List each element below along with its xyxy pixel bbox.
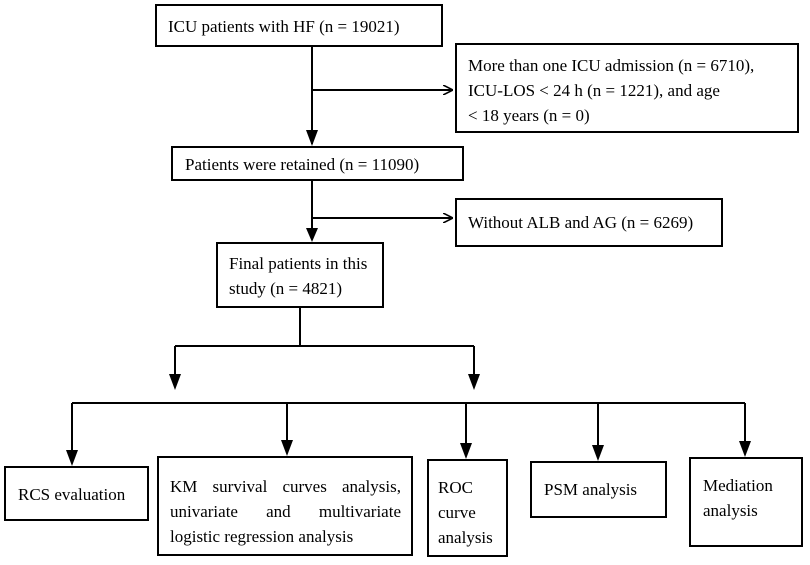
roc-line-3: analysis bbox=[438, 528, 493, 547]
roc-line-1: ROC bbox=[438, 478, 473, 497]
exclusion-2-label: Without ALB and AG (n = 6269) bbox=[468, 213, 694, 232]
start-box: ICU patients with HF (n = 19021) bbox=[155, 4, 443, 47]
exclusion-1-line-3: < 18 years (n = 0) bbox=[468, 106, 590, 125]
psm-label: PSM analysis bbox=[544, 480, 638, 499]
rcs-label: RCS evaluation bbox=[18, 485, 126, 504]
arrow-to-psm bbox=[592, 445, 604, 461]
arrow-to-rcs bbox=[66, 450, 78, 466]
roc-line-2: curve bbox=[438, 503, 476, 522]
exclusion-box-1: More than one ICU admission (n = 6710), … bbox=[455, 43, 799, 133]
retained-label: Patients were retained (n = 11090) bbox=[185, 155, 420, 174]
arrow-right-branch bbox=[468, 374, 480, 390]
arrow-left-branch bbox=[169, 374, 181, 390]
exclusion-1-line-2: ICU-LOS < 24 h (n = 1221), and age bbox=[468, 81, 720, 100]
final-box: Final patients in this study (n = 4821) bbox=[216, 242, 384, 308]
start-label: ICU patients with HF (n = 19021) bbox=[168, 17, 400, 36]
arrow-to-km bbox=[281, 440, 293, 456]
rcs-evaluation-box: RCS evaluation bbox=[4, 466, 149, 521]
mediation-line-2: analysis bbox=[703, 501, 758, 520]
arrow-to-retained bbox=[306, 130, 318, 146]
exclusion-1-line-1: More than one ICU admission (n = 6710), bbox=[468, 56, 755, 75]
final-line-2: study (n = 4821) bbox=[229, 279, 342, 298]
exclusion-box-2: Without ALB and AG (n = 6269) bbox=[455, 198, 723, 247]
km-line-1: KM survival curves analysis, bbox=[170, 477, 401, 496]
mediation-analysis-box: Mediation analysis bbox=[689, 457, 803, 547]
roc-analysis-box: ROC curve analysis bbox=[427, 459, 508, 557]
mediation-line-1: Mediation bbox=[703, 476, 773, 495]
arrow-to-mediation bbox=[739, 441, 751, 457]
arrow-to-roc bbox=[460, 443, 472, 459]
final-line-1: Final patients in this bbox=[229, 254, 368, 273]
psm-analysis-box: PSM analysis bbox=[530, 461, 667, 518]
km-line-3: logistic regression analysis bbox=[170, 527, 354, 546]
arrow-to-final bbox=[306, 228, 318, 242]
km-line-2: univariate and multivariate bbox=[170, 502, 401, 521]
km-analysis-box: KM survival curves analysis, univariate … bbox=[157, 456, 413, 556]
retained-box: Patients were retained (n = 11090) bbox=[171, 146, 464, 181]
